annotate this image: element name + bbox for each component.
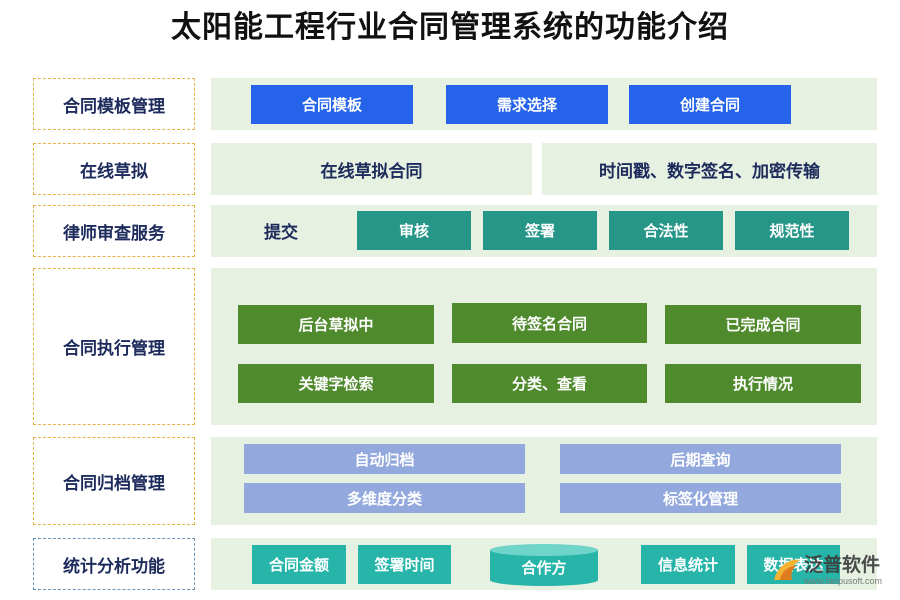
row-label-contract-archive: 合同归档管理 bbox=[33, 437, 195, 525]
box-contract-template: 合同模板 bbox=[251, 85, 413, 124]
box-info-stats: 信息统计 bbox=[641, 545, 735, 584]
watermark-url: www.fanpusoft.com bbox=[804, 576, 883, 586]
box-sign-time: 签署时间 bbox=[358, 545, 451, 584]
box-create-contract: 创建合同 bbox=[629, 85, 791, 124]
row-label-online-draft: 在线草拟 bbox=[33, 143, 195, 195]
box-execution-status: 执行情况 bbox=[665, 364, 861, 403]
box-timestamp-signature: 时间戳、数字签名、加密传输 bbox=[542, 143, 877, 195]
row-label-contract-template: 合同模板管理 bbox=[33, 78, 195, 130]
box-completed-contract: 已完成合同 bbox=[665, 305, 861, 344]
row-label-statistics: 统计分析功能 bbox=[33, 538, 195, 590]
cylinder-partner bbox=[490, 544, 598, 586]
box-tag-management: 标签化管理 bbox=[560, 483, 841, 513]
box-later-query: 后期查询 bbox=[560, 444, 841, 474]
watermark-logo: 泛普软件 www.fanpusoft.com bbox=[770, 550, 898, 596]
box-keyword-search: 关键字检索 bbox=[238, 364, 434, 403]
page-title: 太阳能工程行业合同管理系统的功能介绍 bbox=[171, 11, 729, 44]
box-sign: 签署 bbox=[483, 211, 597, 250]
box-standardization: 规范性 bbox=[735, 211, 849, 250]
box-legality: 合法性 bbox=[609, 211, 723, 250]
box-backend-drafting: 后台草拟中 bbox=[238, 305, 434, 344]
box-contract-amount: 合同金额 bbox=[252, 545, 346, 584]
text-submit: 提交 bbox=[264, 222, 298, 242]
box-requirement-select: 需求选择 bbox=[446, 85, 608, 124]
box-pending-signature: 待签名合同 bbox=[452, 303, 647, 343]
box-online-draft-contract: 在线草拟合同 bbox=[211, 143, 532, 195]
box-multi-dim-classify: 多维度分类 bbox=[244, 483, 525, 513]
row-label-lawyer-review: 律师审查服务 bbox=[33, 205, 195, 257]
box-auto-archive: 自动归档 bbox=[244, 444, 525, 474]
text-partner: 合作方 bbox=[521, 559, 567, 577]
box-review: 审核 bbox=[357, 211, 471, 250]
watermark-brand: 泛普软件 bbox=[804, 555, 881, 576]
box-classify-view: 分类、查看 bbox=[452, 364, 647, 403]
row-label-contract-execution: 合同执行管理 bbox=[33, 268, 195, 425]
fanpu-logo-icon bbox=[774, 559, 800, 580]
